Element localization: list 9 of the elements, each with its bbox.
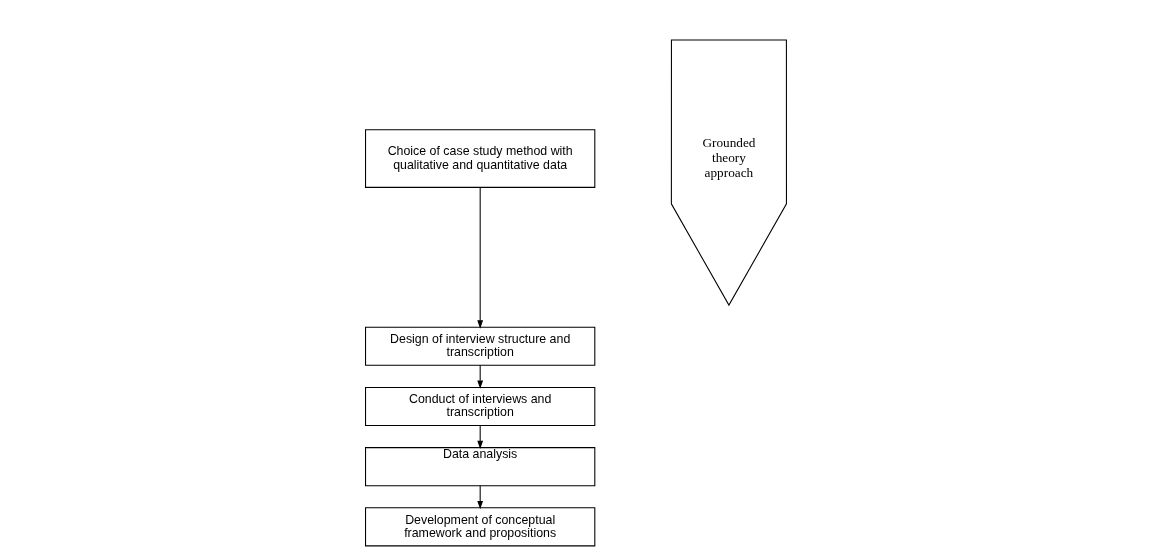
node-box: Data analysis	[364, 447, 595, 487]
arrow	[476, 425, 483, 450]
node-box: Conduct of interviews and transcription	[364, 386, 595, 427]
node-box: Design of interview structure and transcription	[364, 326, 595, 366]
node-box: Choice of case study method with qualitative and quantitative data	[364, 129, 595, 188]
arrow	[476, 364, 483, 389]
arrow	[476, 485, 483, 510]
node-box: Development of conceptual framework and propositions	[364, 507, 595, 547]
arrow	[476, 187, 483, 329]
